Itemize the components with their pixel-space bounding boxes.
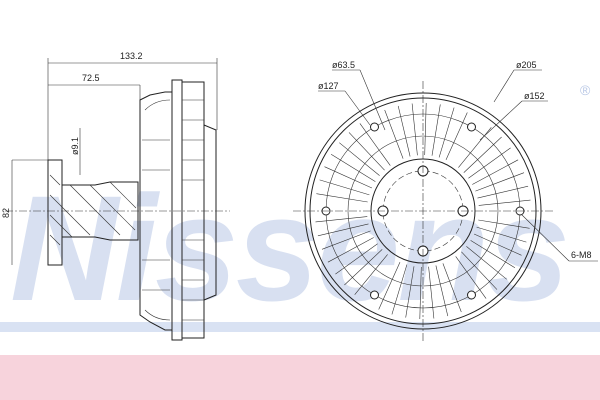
fin-rib xyxy=(470,240,516,269)
fin-rib xyxy=(438,107,455,158)
m8-thread-hole xyxy=(370,290,379,300)
fin-rib xyxy=(472,159,519,185)
dim-d3: ø205 xyxy=(516,60,537,70)
fin-rib xyxy=(435,265,449,317)
registered-mark: ® xyxy=(580,82,591,98)
fin-rib xyxy=(458,127,492,168)
fin-rib xyxy=(428,266,435,319)
watermark-text: Nissens xyxy=(10,164,570,332)
dim-overall-length: 133.2 xyxy=(120,51,143,61)
fin-rib xyxy=(344,249,383,286)
front-view xyxy=(293,81,553,341)
fin-rib xyxy=(478,199,531,206)
fin-rib xyxy=(419,266,422,320)
m8-thread-hole xyxy=(370,122,379,132)
fin-rib xyxy=(475,172,525,192)
fin-rib xyxy=(315,216,368,223)
fin-rib xyxy=(391,264,408,315)
fin-rib xyxy=(445,112,468,161)
fin-rib xyxy=(466,246,507,280)
fin-rib xyxy=(442,263,462,313)
fin-rib xyxy=(378,261,401,310)
fin-rib xyxy=(424,102,427,156)
dim-flange-height: 82 xyxy=(1,208,11,218)
dim-pilot-diameter: ø9.1 xyxy=(70,137,80,155)
fin-rib xyxy=(463,136,502,173)
side-view: 133.2 72.5 ø9.1 82 xyxy=(1,51,230,341)
fin-rib xyxy=(316,193,368,203)
bottom-band xyxy=(0,355,600,400)
fin-rib xyxy=(324,166,373,189)
fin-rib xyxy=(348,132,385,171)
fin-rib xyxy=(359,123,391,166)
fin-rib xyxy=(339,142,380,176)
fin-rib xyxy=(473,233,522,256)
dim-hub-length: 72.5 xyxy=(82,73,100,83)
fin-rib xyxy=(321,230,371,250)
watermark: Nissens ® xyxy=(10,82,591,332)
dim-threads: 6-M8 xyxy=(571,250,592,260)
fin-rib xyxy=(317,223,369,237)
fin-rib xyxy=(476,226,527,243)
fin-rib xyxy=(397,105,411,157)
m8-thread-hole xyxy=(467,290,476,300)
fin-rib xyxy=(477,185,529,199)
dim-d4: ø152 xyxy=(524,91,545,101)
fin-rib xyxy=(411,103,418,156)
fin-rib xyxy=(327,237,374,263)
fin-rib xyxy=(335,243,378,275)
dim-d2: ø127 xyxy=(318,81,339,91)
fin-rib xyxy=(461,251,498,290)
watermark-band xyxy=(0,322,600,332)
dim-d1: ø63.5 xyxy=(332,60,355,70)
fin-rib xyxy=(384,109,404,159)
fin-rib xyxy=(468,147,511,179)
fin-rib xyxy=(431,104,441,156)
front-view-labels: ø63.5 ø127 ø205 ø152 6-M8 xyxy=(318,60,598,262)
fin-rib xyxy=(455,256,487,299)
fin-rib xyxy=(330,153,376,182)
m8-thread-hole xyxy=(467,122,476,132)
fin-rib xyxy=(405,266,415,318)
fin-rib xyxy=(478,219,530,229)
fin-rib xyxy=(354,254,388,295)
fin-rib xyxy=(319,179,370,196)
